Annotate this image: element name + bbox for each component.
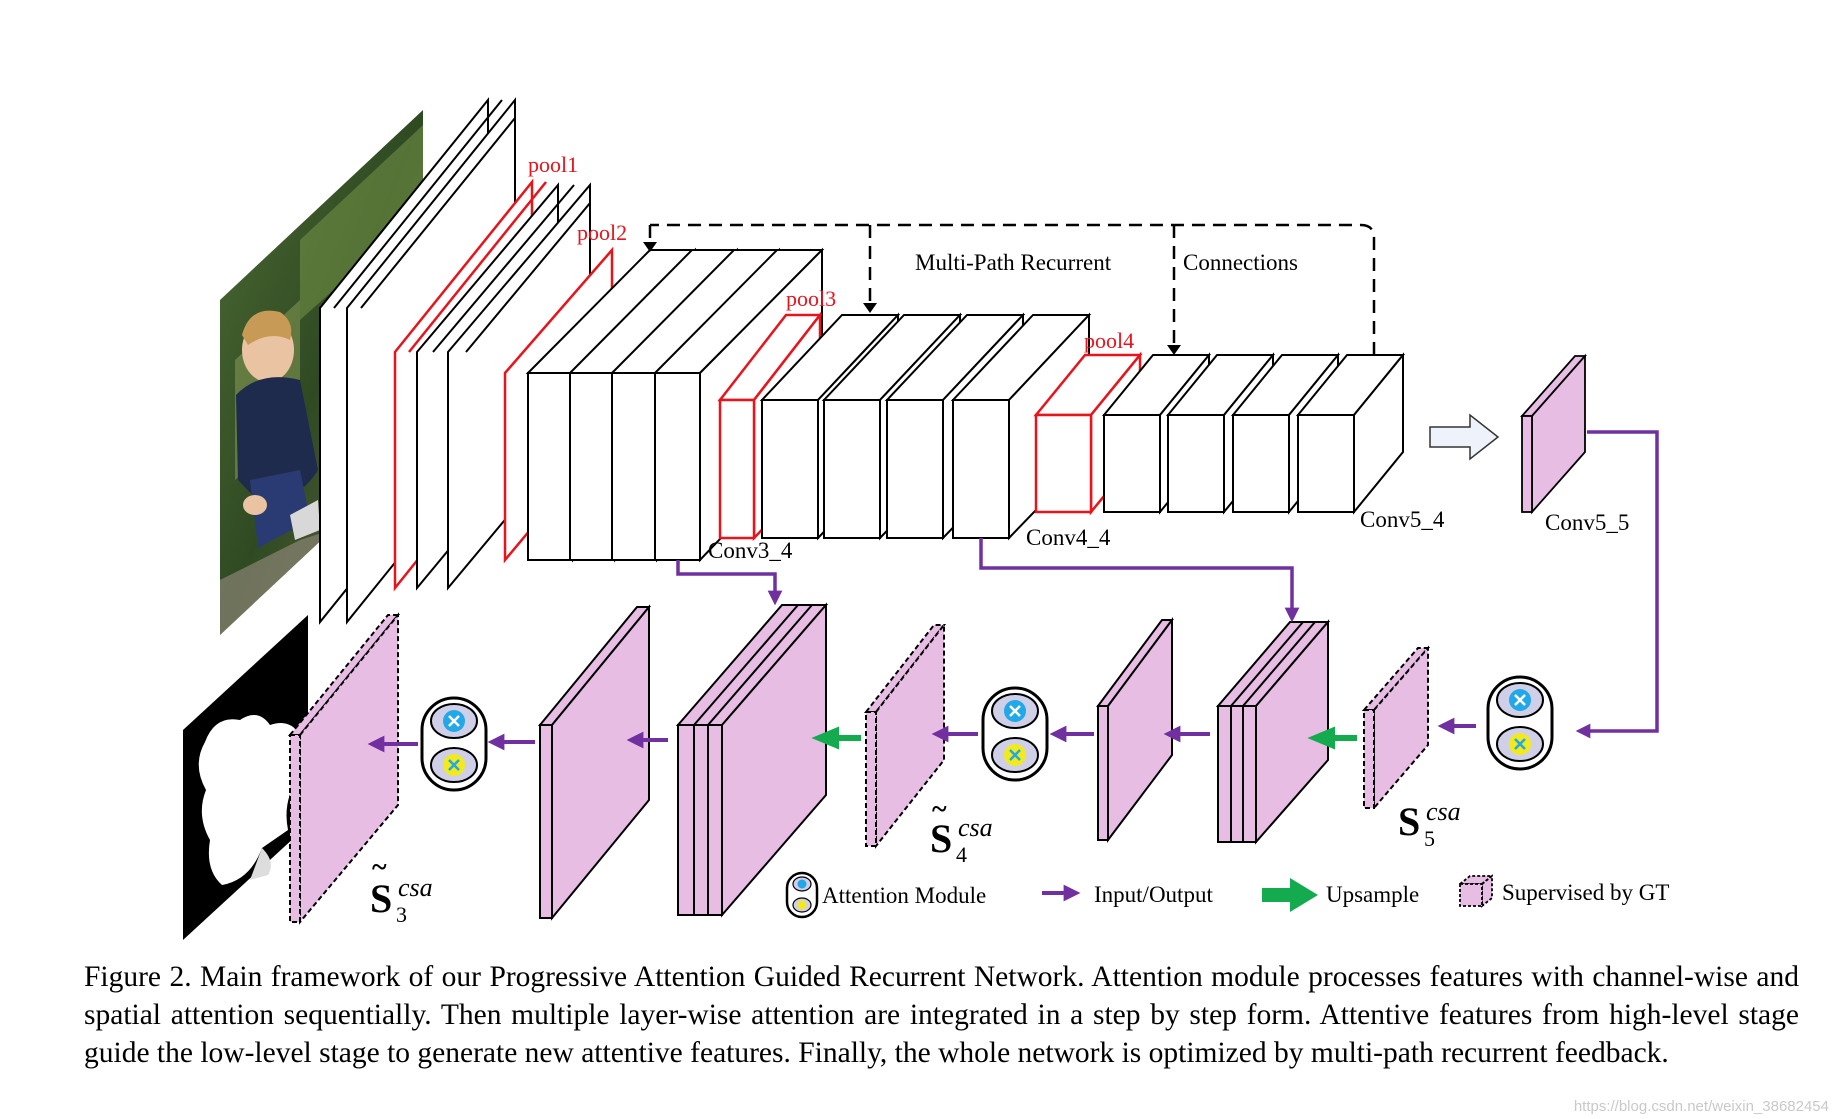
legend: Attention Module Input/Output Upsample S… <box>785 871 1669 919</box>
conv5-5-label: Conv5_5 <box>1545 510 1629 535</box>
svg-text:Multi-Path Recurrent: Multi-Path Recurrent <box>915 250 1112 275</box>
s4-label: S ~ csa 4 <box>930 794 993 867</box>
legend-upsample-label: Upsample <box>1326 882 1419 907</box>
watermark: https://blog.csdn.net/weixin_38682454 <box>1573 1098 1829 1115</box>
conv5-4-label: Conv5_4 <box>1360 507 1445 532</box>
legend-attention-icon <box>785 871 819 919</box>
legend-supervised-icon <box>1457 874 1495 908</box>
svg-text:csa: csa <box>1426 797 1461 826</box>
svg-text:~: ~ <box>372 852 387 883</box>
s4-supervised-slab <box>863 622 947 849</box>
skip-connections <box>676 430 1659 739</box>
figure-caption: Figure 2. Main framework of our Progress… <box>84 961 1799 1069</box>
legend-io-label: Input/Output <box>1094 882 1213 907</box>
attention-module-2 <box>981 686 1049 782</box>
recurrent-connections <box>648 223 1376 355</box>
framework-diagram: pool1 pool2 pool3 pool4 Conv3_4 Conv4_4 … <box>183 97 1669 940</box>
svg-text:4: 4 <box>956 842 967 867</box>
svg-text:csa: csa <box>958 813 993 842</box>
attention-module-1 <box>420 696 488 792</box>
svg-text:S: S <box>930 816 952 861</box>
output-saliency-map <box>183 615 308 940</box>
pool2-label: pool2 <box>577 220 627 245</box>
conv5-blocks <box>1101 352 1406 515</box>
decoder-slab-2 <box>537 604 652 921</box>
svg-text:csa: csa <box>398 873 433 902</box>
upsample-arrows <box>811 726 1357 750</box>
svg-text:S: S <box>370 876 392 921</box>
recurrent-arrowhead-pool3 <box>863 303 877 313</box>
pool4-label: pool4 <box>1084 328 1134 353</box>
conv4-blocks <box>759 312 1092 541</box>
decoder-slab-4 <box>1096 616 1174 843</box>
s5-label: S csa 5 <box>1398 797 1461 851</box>
decoder-concat-conv4 <box>1215 619 1331 845</box>
s3-supervised-slab <box>287 612 401 925</box>
svg-text:S: S <box>1398 799 1420 844</box>
recurrent-label-right: Connections <box>1183 250 1298 275</box>
attention-module-3 <box>1486 675 1554 771</box>
decoder-flow-arrows <box>367 717 1476 753</box>
s3-label: S ~ csa 3 <box>370 852 433 927</box>
pool1-label: pool1 <box>528 152 578 177</box>
pool3-label: pool3 <box>786 286 836 311</box>
svg-text:3: 3 <box>396 902 407 927</box>
conv3-4-label: Conv3_4 <box>708 538 793 563</box>
recurrent-label-left: Multi-Path Recurrent <box>915 250 1112 275</box>
recurrent-arrowhead-pool4 <box>1167 345 1181 355</box>
legend-upsample-arrow <box>1262 878 1318 912</box>
legend-supervised-label: Supervised by GT <box>1502 880 1669 905</box>
conv5-output-arrow <box>1429 413 1500 461</box>
legend-attention-label: Attention Module <box>822 883 986 908</box>
svg-text:5: 5 <box>1424 826 1435 851</box>
recurrent-arrowhead-pool2 <box>643 242 657 252</box>
decoder-concat-conv3 <box>675 602 829 918</box>
conv4-4-label: Conv4_4 <box>1026 525 1111 550</box>
encoder-backbone <box>319 97 1406 625</box>
svg-text:~: ~ <box>932 794 947 825</box>
conv5-5-slab <box>1520 353 1587 515</box>
s5-supervised-slab <box>1361 645 1431 811</box>
